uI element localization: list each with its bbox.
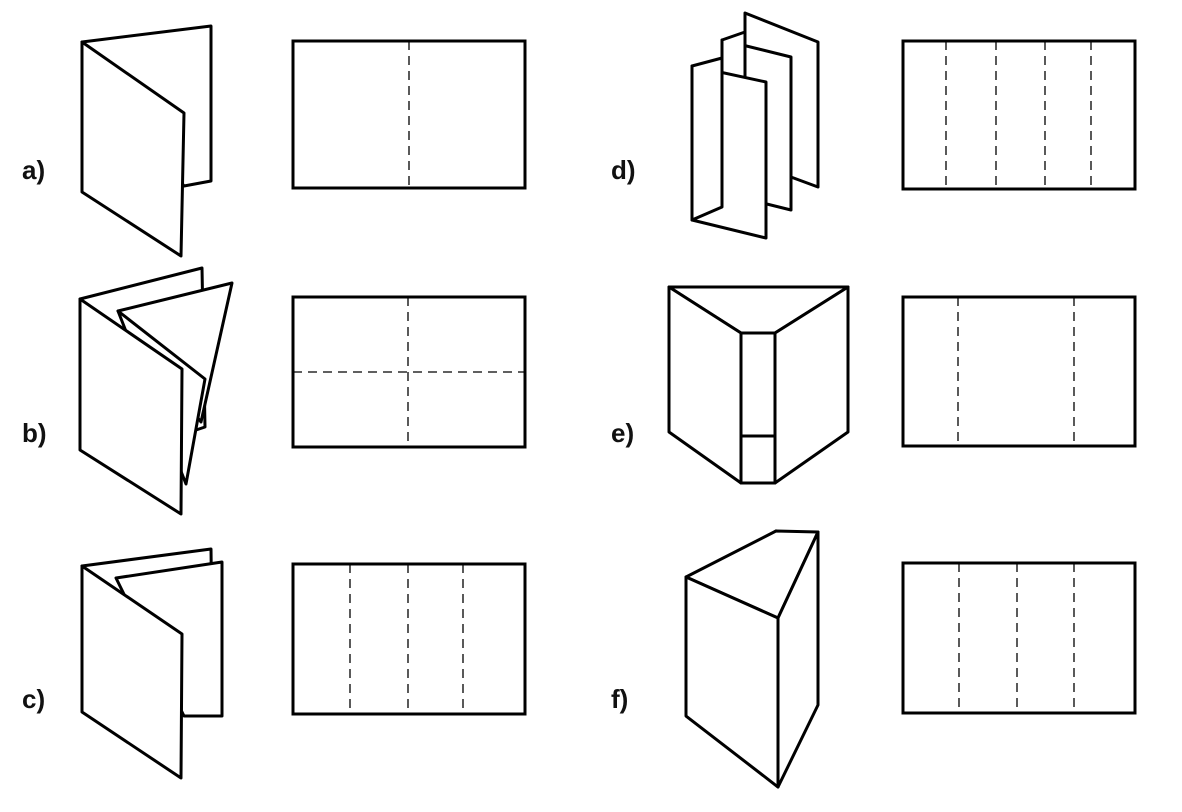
panel-b-flat-sheet — [291, 295, 527, 449]
panel-a — [80, 24, 527, 258]
panel-c-folded-view — [80, 547, 224, 780]
panel-e-label: e) — [611, 418, 635, 448]
panel-d-label: d) — [611, 155, 636, 185]
panel-e-folded-view — [667, 285, 850, 485]
panel-d-folded-view — [690, 11, 820, 240]
panel-f — [684, 529, 1137, 789]
panel-e — [667, 285, 1137, 485]
panel-b-label: b) — [22, 418, 47, 448]
panel-f-label: f) — [611, 684, 629, 714]
panel-e-flat-sheet — [901, 295, 1137, 448]
panel-c-flat-sheet — [291, 562, 527, 716]
panel-b-folded-view — [78, 266, 234, 516]
panel-d-flat-sheet — [901, 39, 1137, 191]
panel-c — [80, 547, 527, 780]
panel-a-flat-sheet — [291, 39, 527, 190]
panel-a-folded-view — [80, 24, 213, 258]
panel-a-label: a) — [22, 155, 46, 185]
panel-d — [690, 11, 1137, 240]
panel-b — [78, 266, 527, 516]
panel-f-folded-view — [684, 529, 820, 789]
panel-c-label: c) — [22, 684, 46, 714]
panel-f-flat-sheet — [901, 561, 1137, 715]
